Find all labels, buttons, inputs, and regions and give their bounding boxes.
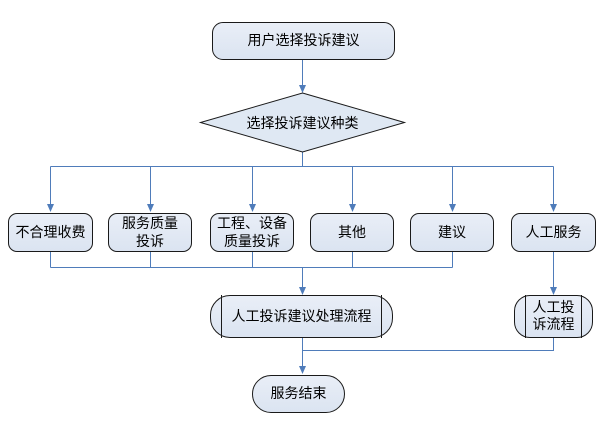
node-unreasonable-fees-label: 不合理收费 [15, 224, 86, 241]
node-end-label: 服务结束 [270, 386, 327, 402]
node-decision-label: 选择投诉建议种类 [246, 115, 359, 132]
decision-diamond-shape [198, 92, 407, 153]
node-start-label: 用户选择投诉建议 [247, 33, 360, 49]
node-manual-complaint: 人工投 诉流程 [514, 295, 593, 338]
node-engineering-quality: 工程、设备 质量投诉 [210, 213, 294, 252]
connector-group [47, 60, 557, 374]
node-unreasonable-fees: 不合理收费 [8, 213, 93, 252]
node-suggestion-label: 建议 [438, 224, 466, 241]
node-other-label: 其他 [338, 224, 366, 241]
node-service-quality-label: 服务质量 投诉 [122, 215, 178, 250]
node-manual-handling: 人工投诉建议处理流程 [210, 295, 393, 338]
node-manual-service: 人工服务 [511, 213, 596, 252]
node-start: 用户选择投诉建议 [212, 22, 395, 60]
node-manual-handling-label: 人工投诉建议处理流程 [231, 308, 372, 325]
node-other: 其他 [310, 213, 394, 252]
node-manual-complaint-label: 人工投 诉流程 [532, 299, 575, 333]
node-manual-service-label: 人工服务 [525, 224, 582, 241]
node-end: 服务结束 [252, 375, 345, 413]
inner-bar [581, 295, 582, 338]
inner-bar [381, 295, 382, 338]
node-service-quality: 服务质量 投诉 [108, 213, 192, 252]
inner-bar [221, 295, 222, 338]
inner-bar [525, 295, 526, 338]
node-engineering-quality-label: 工程、设备 质量投诉 [217, 215, 287, 250]
node-suggestion: 建议 [410, 213, 494, 252]
